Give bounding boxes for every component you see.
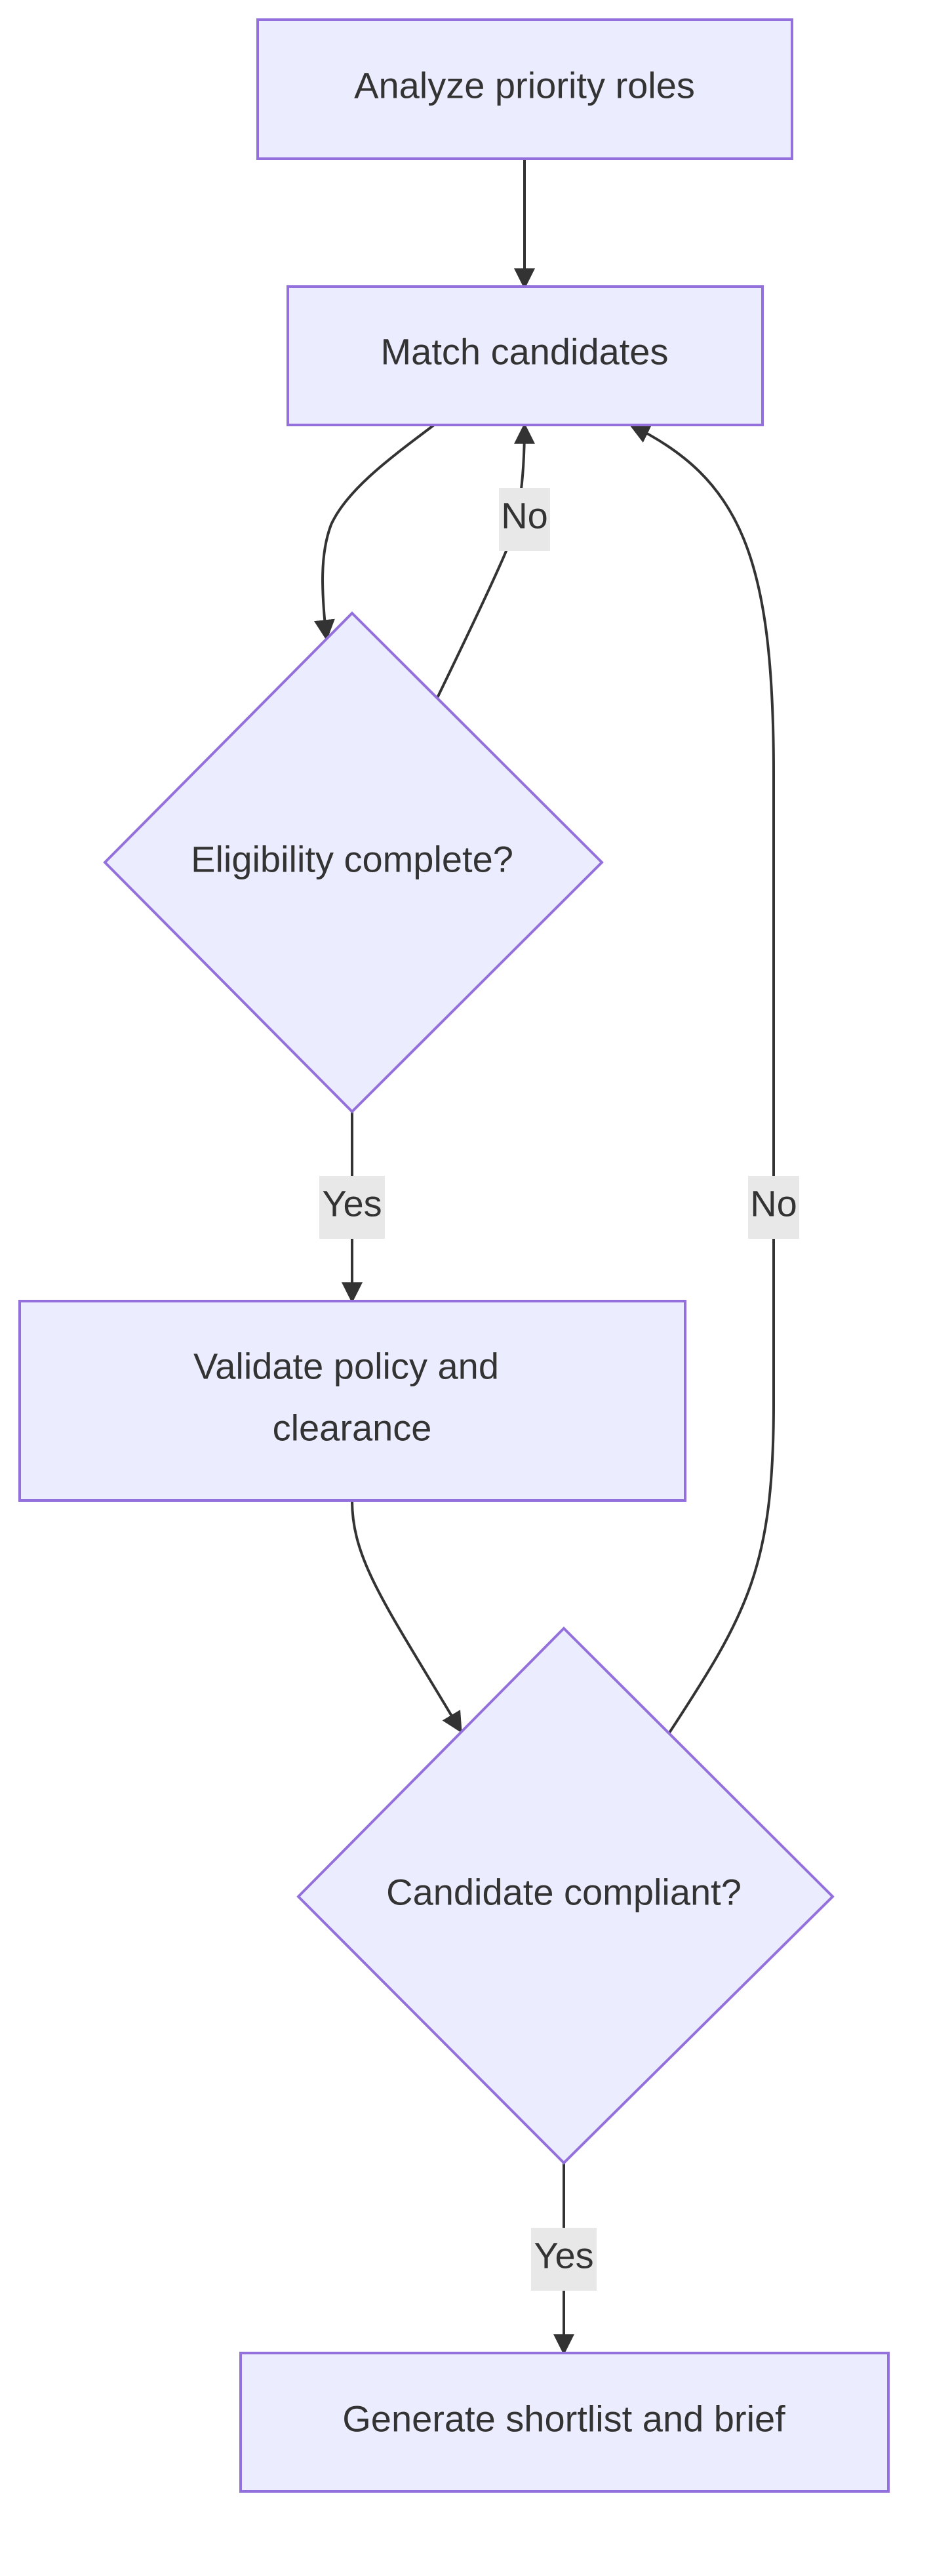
edge-eligibility-to-match-no [436,422,535,698]
svg-text:Analyze priority roles: Analyze priority roles [354,65,695,106]
decision-candidate-compliant: Candidate compliant? [296,1626,835,2165]
edge-label-compliant-yes: Yes [531,2228,597,2291]
node-validate-policy-and-clearance: Validate policy and clearance [18,1300,686,1502]
edge-match-to-eligibility [313,424,435,641]
edge-label-eligibility-no: No [499,488,550,551]
svg-text:No: No [501,495,548,536]
decision-eligibility-complete: Eligibility complete? [103,611,604,1114]
svg-text:Generate shortlist and brief: Generate shortlist and brief [342,2398,785,2440]
svg-text:Yes: Yes [322,1183,382,1224]
edge-label-eligibility-yes: Yes [319,1176,385,1239]
node-generate-shortlist-and-brief: Generate shortlist and brief [239,2352,890,2493]
svg-text:No: No [750,1183,797,1224]
edge-compliant-to-match-no [629,424,775,1734]
svg-text:clearance: clearance [273,1407,432,1449]
svg-text:Eligibility complete?: Eligibility complete? [191,839,513,880]
node-match-candidates: Match candidates [287,285,764,426]
node-analyze-priority-roles: Analyze priority roles [256,18,793,160]
edge-validate-to-compliant [351,1500,462,1733]
svg-text:Validate policy and: Validate policy and [193,1346,499,1387]
edge-label-compliant-no: No [748,1176,799,1239]
svg-text:Yes: Yes [534,2235,593,2276]
svg-text:Match candidates: Match candidates [381,331,669,372]
svg-text:Candidate compliant?: Candidate compliant? [386,1872,742,1913]
